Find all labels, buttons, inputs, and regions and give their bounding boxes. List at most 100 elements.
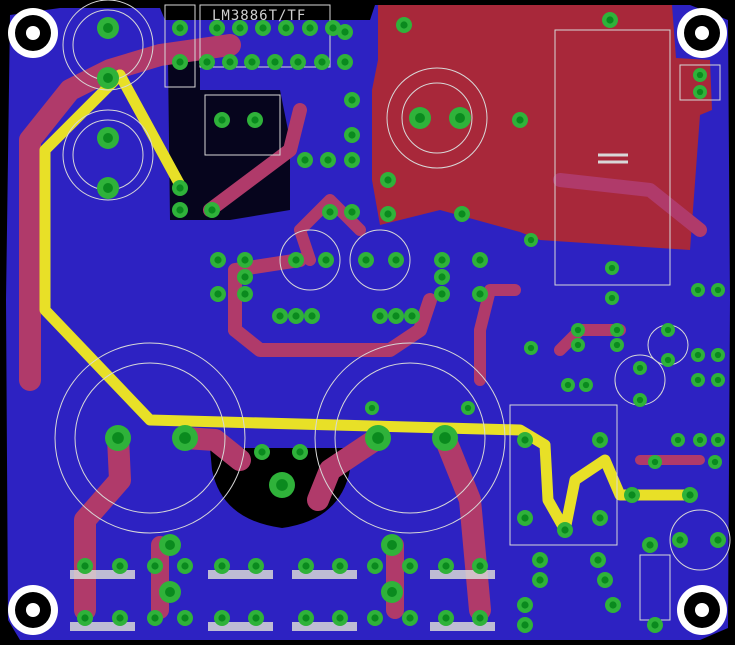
pad-drill	[628, 491, 636, 499]
pad-drill	[226, 58, 234, 66]
pad-drill	[151, 562, 159, 570]
pad-drill	[714, 351, 722, 359]
pad-drill	[81, 614, 89, 622]
pad-drill	[651, 621, 659, 629]
traces	[19, 34, 707, 621]
pad-drill	[714, 376, 722, 384]
pad-drill	[714, 286, 722, 294]
wire-links	[39, 69, 696, 536]
pad-drill	[294, 58, 302, 66]
pad-drill	[203, 58, 211, 66]
pad-drill	[214, 290, 222, 298]
pad-drill	[218, 614, 226, 622]
pad-drill	[694, 376, 702, 384]
pad-drill	[711, 458, 719, 466]
pad-drill	[348, 156, 356, 164]
pad-drill	[536, 556, 544, 564]
pad-drill	[308, 312, 316, 320]
pad-drill	[664, 326, 672, 334]
pad-drill	[694, 286, 702, 294]
pad-drill	[259, 24, 267, 32]
pad-drill	[371, 614, 379, 622]
pad-drill	[596, 514, 604, 522]
pad-drill	[601, 576, 609, 584]
pad-drill	[362, 256, 370, 264]
pad-drill	[165, 587, 175, 597]
pad-drill	[521, 601, 529, 609]
pad-drill	[348, 131, 356, 139]
pad-drill	[103, 133, 113, 143]
pad-drill	[686, 491, 694, 499]
pad-drill	[613, 341, 621, 349]
pad-drill	[608, 294, 616, 302]
mounting-hole	[8, 8, 58, 58]
pad-drill	[251, 116, 259, 124]
pad-drill	[151, 614, 159, 622]
pad-drill	[406, 614, 414, 622]
output-resistor-array	[70, 570, 495, 631]
pad-drill	[521, 436, 529, 444]
pad-drill	[296, 448, 304, 456]
pad-drill	[400, 21, 408, 29]
pad-drill	[521, 514, 529, 522]
pad-drill	[582, 381, 590, 389]
pad-drill	[564, 381, 572, 389]
pad-drill	[241, 290, 249, 298]
pad-drill	[408, 312, 416, 320]
pad-drill	[476, 614, 484, 622]
pad-drill	[574, 341, 582, 349]
mounting-hole	[677, 585, 727, 635]
pad-drill	[302, 614, 310, 622]
pad-drill	[596, 436, 604, 444]
pad-drill	[406, 562, 414, 570]
pad-drill	[664, 356, 672, 364]
pad-drill	[415, 113, 425, 123]
pad-drill	[179, 432, 191, 444]
pad-drill	[208, 206, 216, 214]
pad-drill	[301, 156, 309, 164]
pad-drill	[336, 614, 344, 622]
pad-drill	[438, 256, 446, 264]
pad-drill	[651, 458, 659, 466]
pad-drill	[326, 208, 334, 216]
pad-drill	[608, 264, 616, 272]
pad-drill	[341, 58, 349, 66]
pad-drill	[181, 614, 189, 622]
pad-drill	[282, 24, 290, 32]
pad-drill	[613, 326, 621, 334]
pad-drill	[442, 614, 450, 622]
pad-drill	[636, 396, 644, 404]
pad-drill	[348, 96, 356, 104]
pad-drill	[696, 88, 704, 96]
pad-drill	[464, 404, 472, 412]
pad-drill	[181, 562, 189, 570]
pad-drill	[324, 156, 332, 164]
pad-drill	[458, 210, 466, 218]
pad-drill	[646, 541, 654, 549]
pad-drill	[176, 24, 184, 32]
pad-drill	[387, 540, 397, 550]
pad-drill	[387, 587, 397, 597]
pad-drill	[252, 562, 260, 570]
pad-drill	[384, 210, 392, 218]
ic-label: LM3886T/TF	[212, 8, 306, 24]
pad-drill	[214, 256, 222, 264]
pad-drill	[696, 436, 704, 444]
pad-drill	[392, 312, 400, 320]
pad-drill	[606, 16, 614, 24]
pad-drill	[302, 562, 310, 570]
pad-drill	[561, 526, 569, 534]
pad-drill	[241, 273, 249, 281]
pad-drill	[714, 436, 722, 444]
pad-drill	[271, 58, 279, 66]
pad-drill	[442, 562, 450, 570]
pad-drill	[176, 58, 184, 66]
pad-drill	[258, 448, 266, 456]
pad-drill	[476, 290, 484, 298]
pad-drill	[116, 562, 124, 570]
pad-drill	[336, 562, 344, 570]
mounting-holes	[8, 8, 727, 635]
pad-drill	[248, 58, 256, 66]
pad-drill	[714, 536, 722, 544]
